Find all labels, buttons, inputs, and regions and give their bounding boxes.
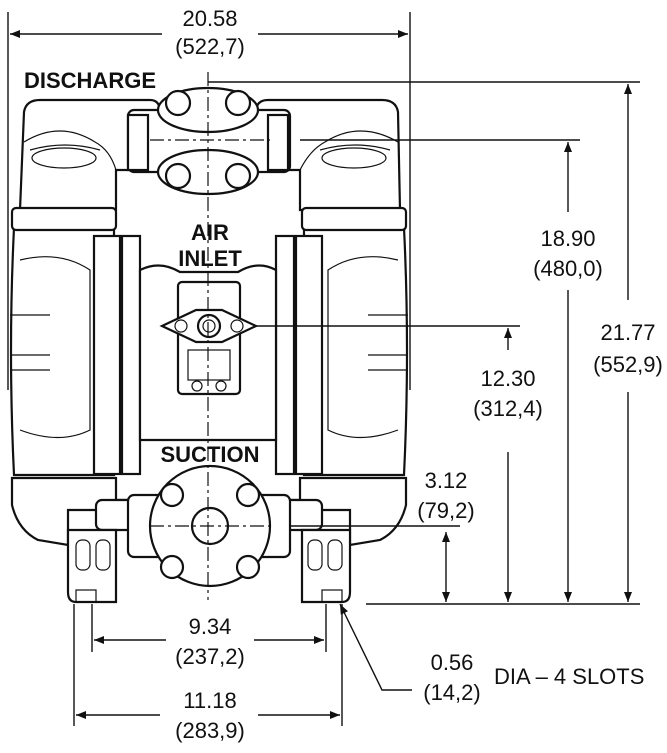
- slot-dia-mm: (14,2): [423, 680, 480, 705]
- centerlines: [150, 72, 270, 600]
- height-air-in: 12.30: [480, 366, 535, 391]
- inlet-label: INLET: [178, 246, 242, 271]
- slot-dia-in: 0.56: [431, 650, 474, 675]
- discharge-label: DISCHARGE: [24, 68, 156, 93]
- base-width-in: 11.18: [183, 688, 236, 713]
- dimension-lines: [7, 12, 640, 726]
- overall-height-in: 21.77: [600, 320, 655, 345]
- suction-label: SUCTION: [161, 442, 260, 467]
- height-discharge-mm: (480,0): [533, 256, 603, 281]
- base-width-mm: (283,9): [175, 718, 245, 743]
- height-suction-in: 3.12: [425, 468, 468, 493]
- slot-spacing-mm: (237,2): [175, 644, 245, 669]
- height-discharge-in: 18.90: [540, 226, 595, 251]
- pump-outline: [9, 86, 409, 604]
- air-label: AIR: [191, 220, 229, 245]
- height-air-mm: (312,4): [473, 396, 543, 421]
- slot-dia-note: DIA – 4 SLOTS: [494, 664, 644, 689]
- overall-width-in: 20.58: [182, 6, 237, 31]
- overall-height-mm: (552,9): [593, 352, 663, 377]
- overall-width-mm: (522,7): [175, 34, 245, 59]
- height-suction-mm: (79,2): [417, 498, 474, 523]
- slot-spacing-in: 9.34: [189, 614, 232, 639]
